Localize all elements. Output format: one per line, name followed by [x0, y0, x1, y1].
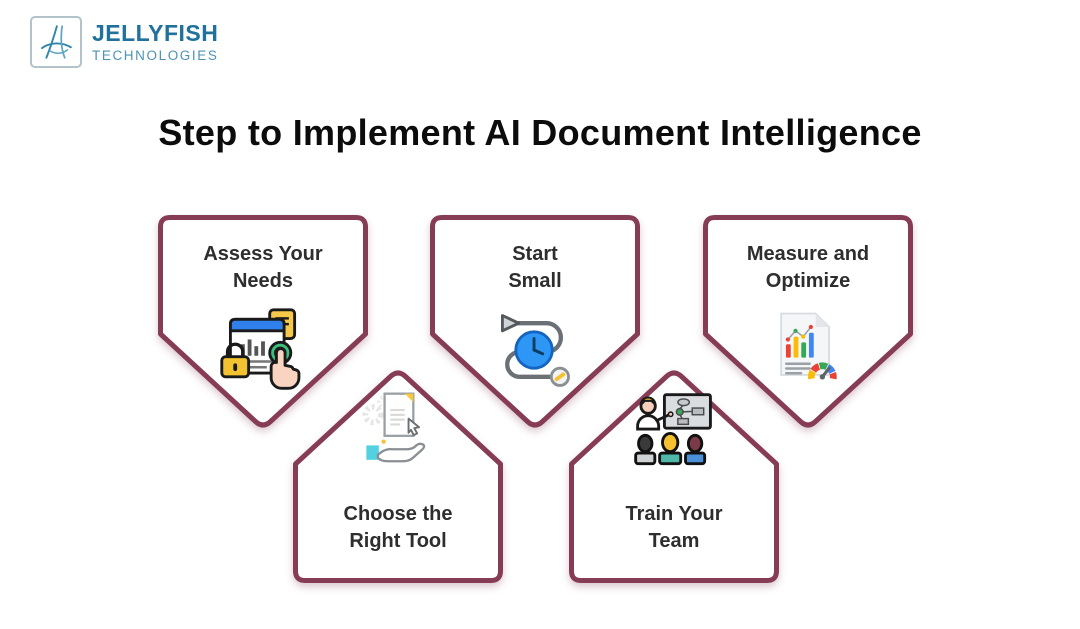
pentagon-up-shape — [569, 370, 779, 583]
start-small-icon — [489, 307, 581, 393]
step-card-measure-and-optimize: Measure and Optimize — [703, 215, 913, 431]
step-card-start-small: Start Small — [430, 215, 640, 431]
page-title: Step to Implement AI Document Intelligen… — [158, 112, 922, 153]
jellyfish-logo-icon — [30, 16, 82, 68]
logo-text: JELLYFISH TECHNOLOGIES — [92, 21, 218, 62]
step-label: Choose the Right Tool — [343, 503, 453, 552]
measure-optimize-icon — [762, 307, 854, 393]
choose-tool-icon — [352, 389, 444, 475]
logo-subtitle: TECHNOLOGIES — [92, 47, 219, 63]
logo-name: JELLYFISH — [92, 20, 219, 47]
step-label: Measure and Optimize — [746, 243, 870, 292]
step-label: Assess Your Needs — [203, 243, 323, 292]
pentagon-up-shape — [293, 370, 503, 583]
step-card-choose-the-right-tool: Choose the Right Tool — [293, 367, 503, 583]
step-label: Start Small — [508, 243, 562, 292]
assess-needs-icon — [217, 307, 309, 393]
logo: JELLYFISH TECHNOLOGIES — [30, 16, 218, 68]
step-card-train-your-team: Train Your Team — [569, 367, 779, 583]
train-team-icon — [628, 389, 720, 475]
step-label: Train Your Team — [625, 503, 723, 552]
step-card-assess-your-needs: Assess Your Needs — [158, 215, 368, 431]
